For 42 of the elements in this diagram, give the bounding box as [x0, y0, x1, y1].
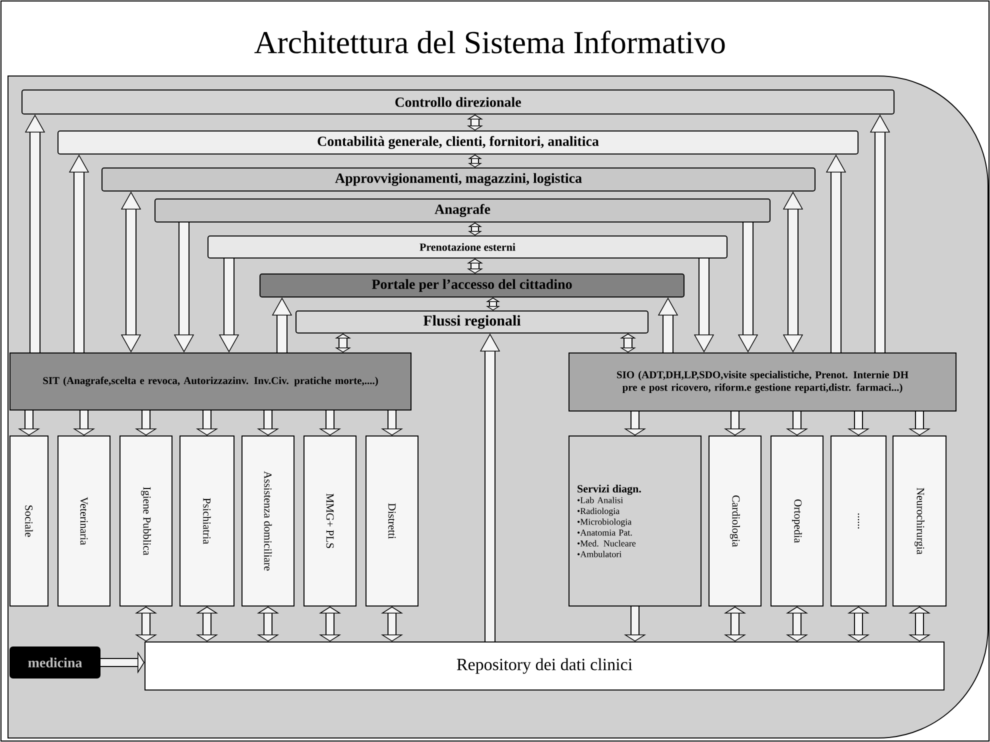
layer-bar: Controllo direzionale: [22, 90, 894, 114]
module-box: Neurochirurgia: [892, 436, 946, 606]
block-arrow: [380, 606, 404, 642]
module-box: MMG+ PLS: [304, 436, 356, 606]
block-arrow: [620, 334, 636, 352]
layer-bar: Portale per l’accesso del cittadino: [260, 274, 684, 298]
block-arrow: [486, 298, 500, 310]
title: Architettura del Sistema Informativo: [254, 30, 725, 54]
block-arrow: [334, 334, 352, 352]
block-arrow: [256, 606, 280, 642]
module-box: Assistenza domiciliare: [242, 436, 294, 606]
module-box: Sociale: [10, 436, 48, 606]
module-box: Ortopedia: [770, 436, 824, 606]
layer-bar: Anagrafe: [154, 198, 770, 222]
module-box: medicina: [10, 646, 100, 678]
block-arrow: [724, 606, 746, 642]
block-arrow: [318, 606, 342, 642]
layer-bar: Prenotazione esterni: [208, 236, 728, 258]
module-box: Igiene Pubblica: [120, 436, 172, 606]
block-arrow: [782, 192, 804, 352]
layer-bar: Flussi regionali: [296, 310, 648, 334]
block-arrow: [908, 606, 931, 642]
block-arrow: [847, 606, 870, 642]
block-arrow: [134, 606, 158, 642]
module-box: Psichiatria: [180, 436, 234, 606]
system-box: SIO (ADT,DH,LP,SDO,visite specialistiche, Prenot. Internie DH pre e post ricovero, riform.e gestione reparti,distr. farmaci...): [568, 352, 956, 412]
module-box: ......: [830, 436, 887, 606]
module-box: Cardiologia: [708, 436, 762, 606]
block-arrow: [466, 114, 484, 130]
block-arrow: [466, 258, 484, 274]
module-box: Veterinaria: [58, 436, 110, 606]
repository-box: Repository dei dati clinici: [144, 642, 944, 690]
module-box: Servizi diagn. •Lab Analisi •Radiologia •Microbiologia •Anatomia Pat. •Med. Nucleare •Ambulatori: [568, 436, 702, 606]
block-arrow: [786, 606, 808, 642]
system-box: SIT (Anagrafe,scelta e revoca, Autorizzazinv. Inv.Civ. pratiche morte,....): [10, 352, 412, 410]
block-arrow: [196, 606, 218, 642]
layer-bar: Contabilità generale, clienti, fornitori, analitica: [58, 130, 858, 154]
layer-bar: Approvvigionamenti, magazzini, logistica: [102, 168, 816, 192]
block-arrow: [468, 222, 482, 236]
block-arrow: [468, 154, 482, 168]
block-arrow: [120, 192, 142, 352]
module-box: Distretti: [366, 436, 418, 606]
